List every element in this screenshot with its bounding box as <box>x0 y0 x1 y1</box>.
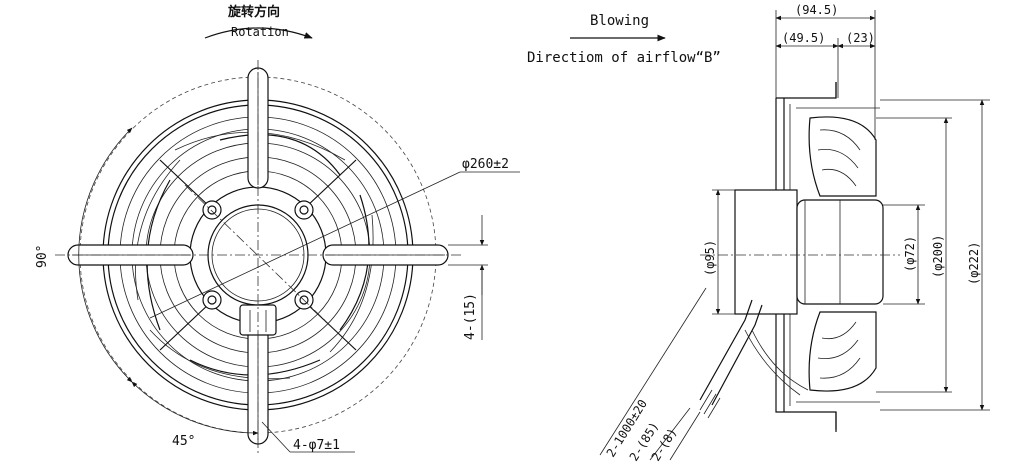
blade-arc <box>135 159 181 301</box>
blade-arc <box>149 329 291 380</box>
airflow-label: Blowing Directiom of airflow“B” <box>527 13 721 66</box>
motor-body <box>734 189 798 315</box>
rotation-label-en: Rotation <box>231 25 289 39</box>
front-view: φ260±2 90° 45° 旋转方向 Rotation 4-(15) 4-φ7… <box>35 4 520 455</box>
blade-arc <box>329 214 374 353</box>
cable <box>699 299 753 401</box>
mounting-boss <box>294 200 314 220</box>
blade-arc <box>219 134 341 176</box>
dim-holes: 4-φ7±1 <box>293 438 340 453</box>
airflow-blowing: Blowing <box>590 13 649 29</box>
dim-slot-width: 4-(15) <box>463 293 478 340</box>
dim-motor-diameter: (φ72) <box>903 236 917 272</box>
dim-depth-a: (49.5) <box>782 31 825 45</box>
dim-angle-90: 90° <box>35 245 50 268</box>
rotation-label-cn: 旋转方向 <box>227 4 280 20</box>
dim-overall-depth: (94.5) <box>795 3 838 17</box>
dim-outer-diameter: φ260±2 <box>462 157 509 172</box>
side-view: (94.5) (49.5) (23) <box>599 3 990 464</box>
airflow-direction: Directiom of airflow“B” <box>527 50 721 66</box>
dim-angle-45: 45° <box>172 434 195 449</box>
dim-depth-b: (23) <box>846 31 875 45</box>
mounting-boss <box>202 200 222 220</box>
dim-housing-diameter: (φ222) <box>967 242 981 285</box>
dim-hub-diameter: (φ95) <box>703 240 717 276</box>
mounting-boss <box>202 290 222 310</box>
dim-impeller-diameter: (φ200) <box>931 235 945 278</box>
blade-side <box>808 116 877 197</box>
blade-side <box>808 311 877 392</box>
blade-arc <box>339 194 370 331</box>
